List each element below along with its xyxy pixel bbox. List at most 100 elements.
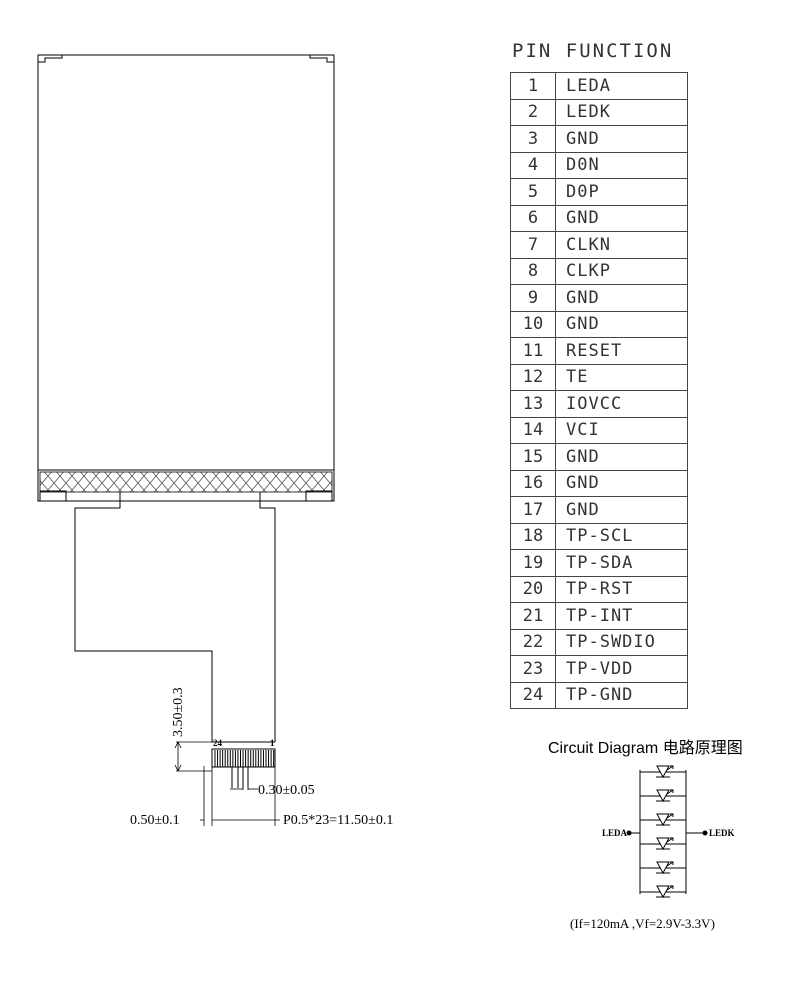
led-diode-icon — [640, 813, 686, 827]
dim-pitch: P0.5*23=11.50±0.1 — [283, 813, 393, 828]
pin-function-name: TP-GND — [555, 681, 688, 709]
pin-function-name: TP-RST — [555, 575, 688, 603]
pin-function-name: TE — [555, 363, 688, 391]
pin-function-name: GND — [555, 469, 688, 497]
pin-number: 17 — [510, 496, 556, 524]
pin-function-name: TP-SWDIO — [555, 628, 688, 656]
pin-number: 1 — [510, 72, 556, 100]
pin-function-name: CLKP — [555, 257, 688, 285]
dimension-lines — [174, 741, 280, 826]
pin-number: 23 — [510, 655, 556, 683]
pin-function-name: CLKN — [555, 231, 688, 259]
pin-number: 7 — [510, 231, 556, 259]
pin-function-name: TP-SDA — [555, 549, 688, 577]
pin-number: 16 — [510, 469, 556, 497]
pin-number: 14 — [510, 416, 556, 444]
pin-function-name: TP-INT — [555, 602, 688, 630]
pin-function-name: GND — [555, 496, 688, 524]
pin-function-name: RESET — [555, 337, 688, 365]
pin-function-name: GND — [555, 310, 688, 338]
anode-label: LEDA — [602, 828, 628, 838]
dim-height: 3.50±0.3 — [171, 687, 186, 737]
pin-number: 15 — [510, 443, 556, 471]
pin-number: 13 — [510, 390, 556, 418]
anode-terminal — [626, 830, 632, 836]
pin-number: 8 — [510, 257, 556, 285]
circuit-diagram — [630, 770, 704, 894]
led-diode-icon — [640, 837, 686, 851]
led-array — [640, 765, 686, 899]
pin-number: 24 — [510, 681, 556, 709]
pin-number: 2 — [510, 98, 556, 126]
circuit-diagram-title: Circuit Diagram 电路原理图 — [548, 740, 743, 757]
pin-function-name: LEDK — [555, 98, 688, 126]
led-diode-icon — [640, 765, 686, 779]
pin-number: 3 — [510, 125, 556, 153]
led-diode-icon — [640, 789, 686, 803]
pin-function-name: GND — [555, 204, 688, 232]
pin-number: 11 — [510, 337, 556, 365]
bottom-tabs — [39, 490, 333, 502]
led-diode-icon — [640, 885, 686, 899]
pin-number: 4 — [510, 151, 556, 179]
led-diode-icon — [640, 861, 686, 875]
pin-1-marker: 1 — [270, 738, 275, 748]
pin-function-name: GND — [555, 125, 688, 153]
cathode-label: LEDK — [709, 828, 735, 838]
pin-function-name: D0P — [555, 178, 688, 206]
pin-function-name: GND — [555, 443, 688, 471]
pin-number: 10 — [510, 310, 556, 338]
pin-number: 9 — [510, 284, 556, 312]
dim-edge: 0.50±0.1 — [130, 813, 180, 828]
lcd-module-outline — [37, 54, 335, 502]
pin-number: 6 — [510, 204, 556, 232]
pin-function-title: PIN FUNCTION — [512, 40, 674, 62]
pin-function-name: LEDA — [555, 72, 688, 100]
pin-function-name: D0N — [555, 151, 688, 179]
fpc-cable — [74, 492, 276, 768]
pin-function-name: IOVCC — [555, 390, 688, 418]
pin-number: 5 — [510, 178, 556, 206]
hatched-band — [39, 471, 333, 493]
pin-function-name: TP-VDD — [555, 655, 688, 683]
pin-24-marker: 24 — [213, 738, 223, 748]
pin-function-name: TP-SCL — [555, 522, 688, 550]
pin-number: 19 — [510, 549, 556, 577]
pin-number: 20 — [510, 575, 556, 603]
pin-function-name: GND — [555, 284, 688, 312]
pin-number: 12 — [510, 363, 556, 391]
pin-number: 21 — [510, 602, 556, 630]
dim-pin-width: 0.30±0.05 — [258, 783, 315, 798]
pin-function-name: VCI — [555, 416, 688, 444]
circuit-spec-note: (If=120mA ,Vf=2.9V-3.3V) — [570, 916, 715, 931]
pin-number: 22 — [510, 628, 556, 656]
cathode-terminal — [702, 830, 708, 836]
pin-number: 18 — [510, 522, 556, 550]
